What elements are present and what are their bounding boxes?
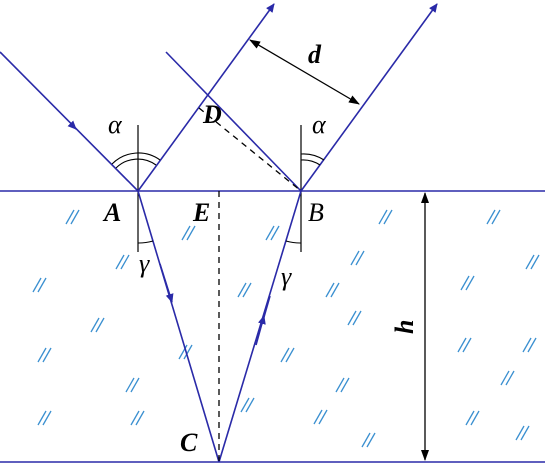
hatch-mark bbox=[335, 377, 345, 393]
hatch-mark bbox=[330, 282, 340, 298]
hatch-mark bbox=[130, 410, 140, 426]
label-alpha-right: α bbox=[312, 110, 327, 139]
reflected-ray-right bbox=[300, 3, 438, 192]
hatch-mark bbox=[491, 209, 501, 225]
gamma-arc-right bbox=[285, 240, 302, 244]
hatch-mark bbox=[240, 397, 250, 413]
hatch-mark bbox=[522, 337, 532, 353]
label-gamma-left: γ bbox=[139, 249, 150, 278]
hatch-mark bbox=[361, 432, 371, 448]
refracted-ray-up bbox=[218, 190, 302, 463]
hatch-mark bbox=[37, 277, 47, 293]
refracted-ray-down bbox=[137, 190, 220, 463]
hatch-mark bbox=[65, 209, 75, 225]
alpha-arc-left-outer bbox=[111, 152, 161, 165]
hatch-mark bbox=[181, 225, 191, 241]
label-point-D: D bbox=[202, 100, 222, 129]
label-gamma-right: γ bbox=[281, 262, 292, 291]
label-point-C: C bbox=[180, 428, 198, 457]
refracted-ray-up-arrow bbox=[255, 315, 266, 346]
hatch-mark bbox=[462, 337, 472, 353]
hatch-mark bbox=[265, 225, 275, 241]
hatch-mark bbox=[352, 310, 362, 326]
hatch-mark bbox=[350, 250, 360, 266]
hatch-mark bbox=[457, 337, 467, 353]
hatch-mark bbox=[383, 209, 393, 225]
hatch-mark bbox=[465, 275, 475, 291]
hatch-mark bbox=[270, 225, 280, 241]
hatch-mark bbox=[313, 409, 323, 425]
hatch-mark bbox=[280, 347, 290, 363]
hatch-mark bbox=[242, 282, 252, 298]
alpha-arc-right-outer bbox=[300, 153, 325, 161]
alpha-arc-right-inner bbox=[300, 159, 321, 166]
hatch-mark bbox=[340, 377, 350, 393]
hatch-mark bbox=[285, 347, 295, 363]
hatch-mark bbox=[520, 425, 530, 441]
label-point-B: B bbox=[308, 198, 324, 227]
distance-d-arrow bbox=[249, 39, 360, 105]
hatch-mark bbox=[90, 317, 100, 333]
reflected-ray-left bbox=[137, 3, 275, 192]
hatch-mark bbox=[527, 337, 537, 353]
label-point-A: A bbox=[102, 198, 121, 227]
hatch-mark bbox=[37, 410, 47, 426]
hatch-mark bbox=[120, 254, 130, 270]
hatch-mark bbox=[515, 425, 525, 441]
hatch-mark bbox=[183, 344, 193, 360]
hatch-mark bbox=[130, 377, 140, 393]
hatch-mark bbox=[366, 432, 376, 448]
hatch-mark bbox=[245, 397, 255, 413]
hatch-mark bbox=[42, 410, 52, 426]
hatch-mark bbox=[237, 282, 247, 298]
incident-ray-left-arrow bbox=[67, 120, 77, 130]
hatch-mark bbox=[318, 409, 328, 425]
hatch-mark bbox=[465, 410, 475, 426]
hatch-mark bbox=[37, 347, 47, 363]
hatch-mark bbox=[470, 410, 480, 426]
hatch-mark bbox=[42, 347, 52, 363]
label-point-E: E bbox=[192, 198, 210, 227]
hatch-mark bbox=[505, 370, 515, 386]
hatch-mark bbox=[325, 282, 335, 298]
hatch-mark bbox=[460, 275, 470, 291]
hatch-mark bbox=[115, 254, 125, 270]
incident-ray-right bbox=[165, 51, 302, 192]
hatch-mark bbox=[378, 209, 388, 225]
label-d: d bbox=[308, 40, 322, 69]
medium-hatching bbox=[32, 209, 540, 448]
hatch-mark bbox=[70, 209, 80, 225]
hatch-mark bbox=[486, 209, 496, 225]
gamma-arc-left bbox=[137, 240, 154, 244]
alpha-arc-left-inner bbox=[115, 158, 157, 169]
refracted-ray-down-arrow bbox=[159, 263, 174, 303]
hatch-mark bbox=[500, 370, 510, 386]
hatch-mark bbox=[347, 310, 357, 326]
hatch-mark bbox=[125, 377, 135, 393]
hatch-mark bbox=[32, 277, 42, 293]
label-alpha-left: α bbox=[108, 110, 123, 139]
hatch-mark bbox=[525, 254, 535, 270]
hatch-mark bbox=[95, 317, 105, 333]
hatch-mark bbox=[530, 254, 540, 270]
hatch-mark bbox=[178, 344, 188, 360]
hatch-mark bbox=[186, 225, 196, 241]
label-h: h bbox=[390, 320, 419, 334]
hatch-mark bbox=[135, 410, 145, 426]
hatch-mark bbox=[355, 250, 365, 266]
